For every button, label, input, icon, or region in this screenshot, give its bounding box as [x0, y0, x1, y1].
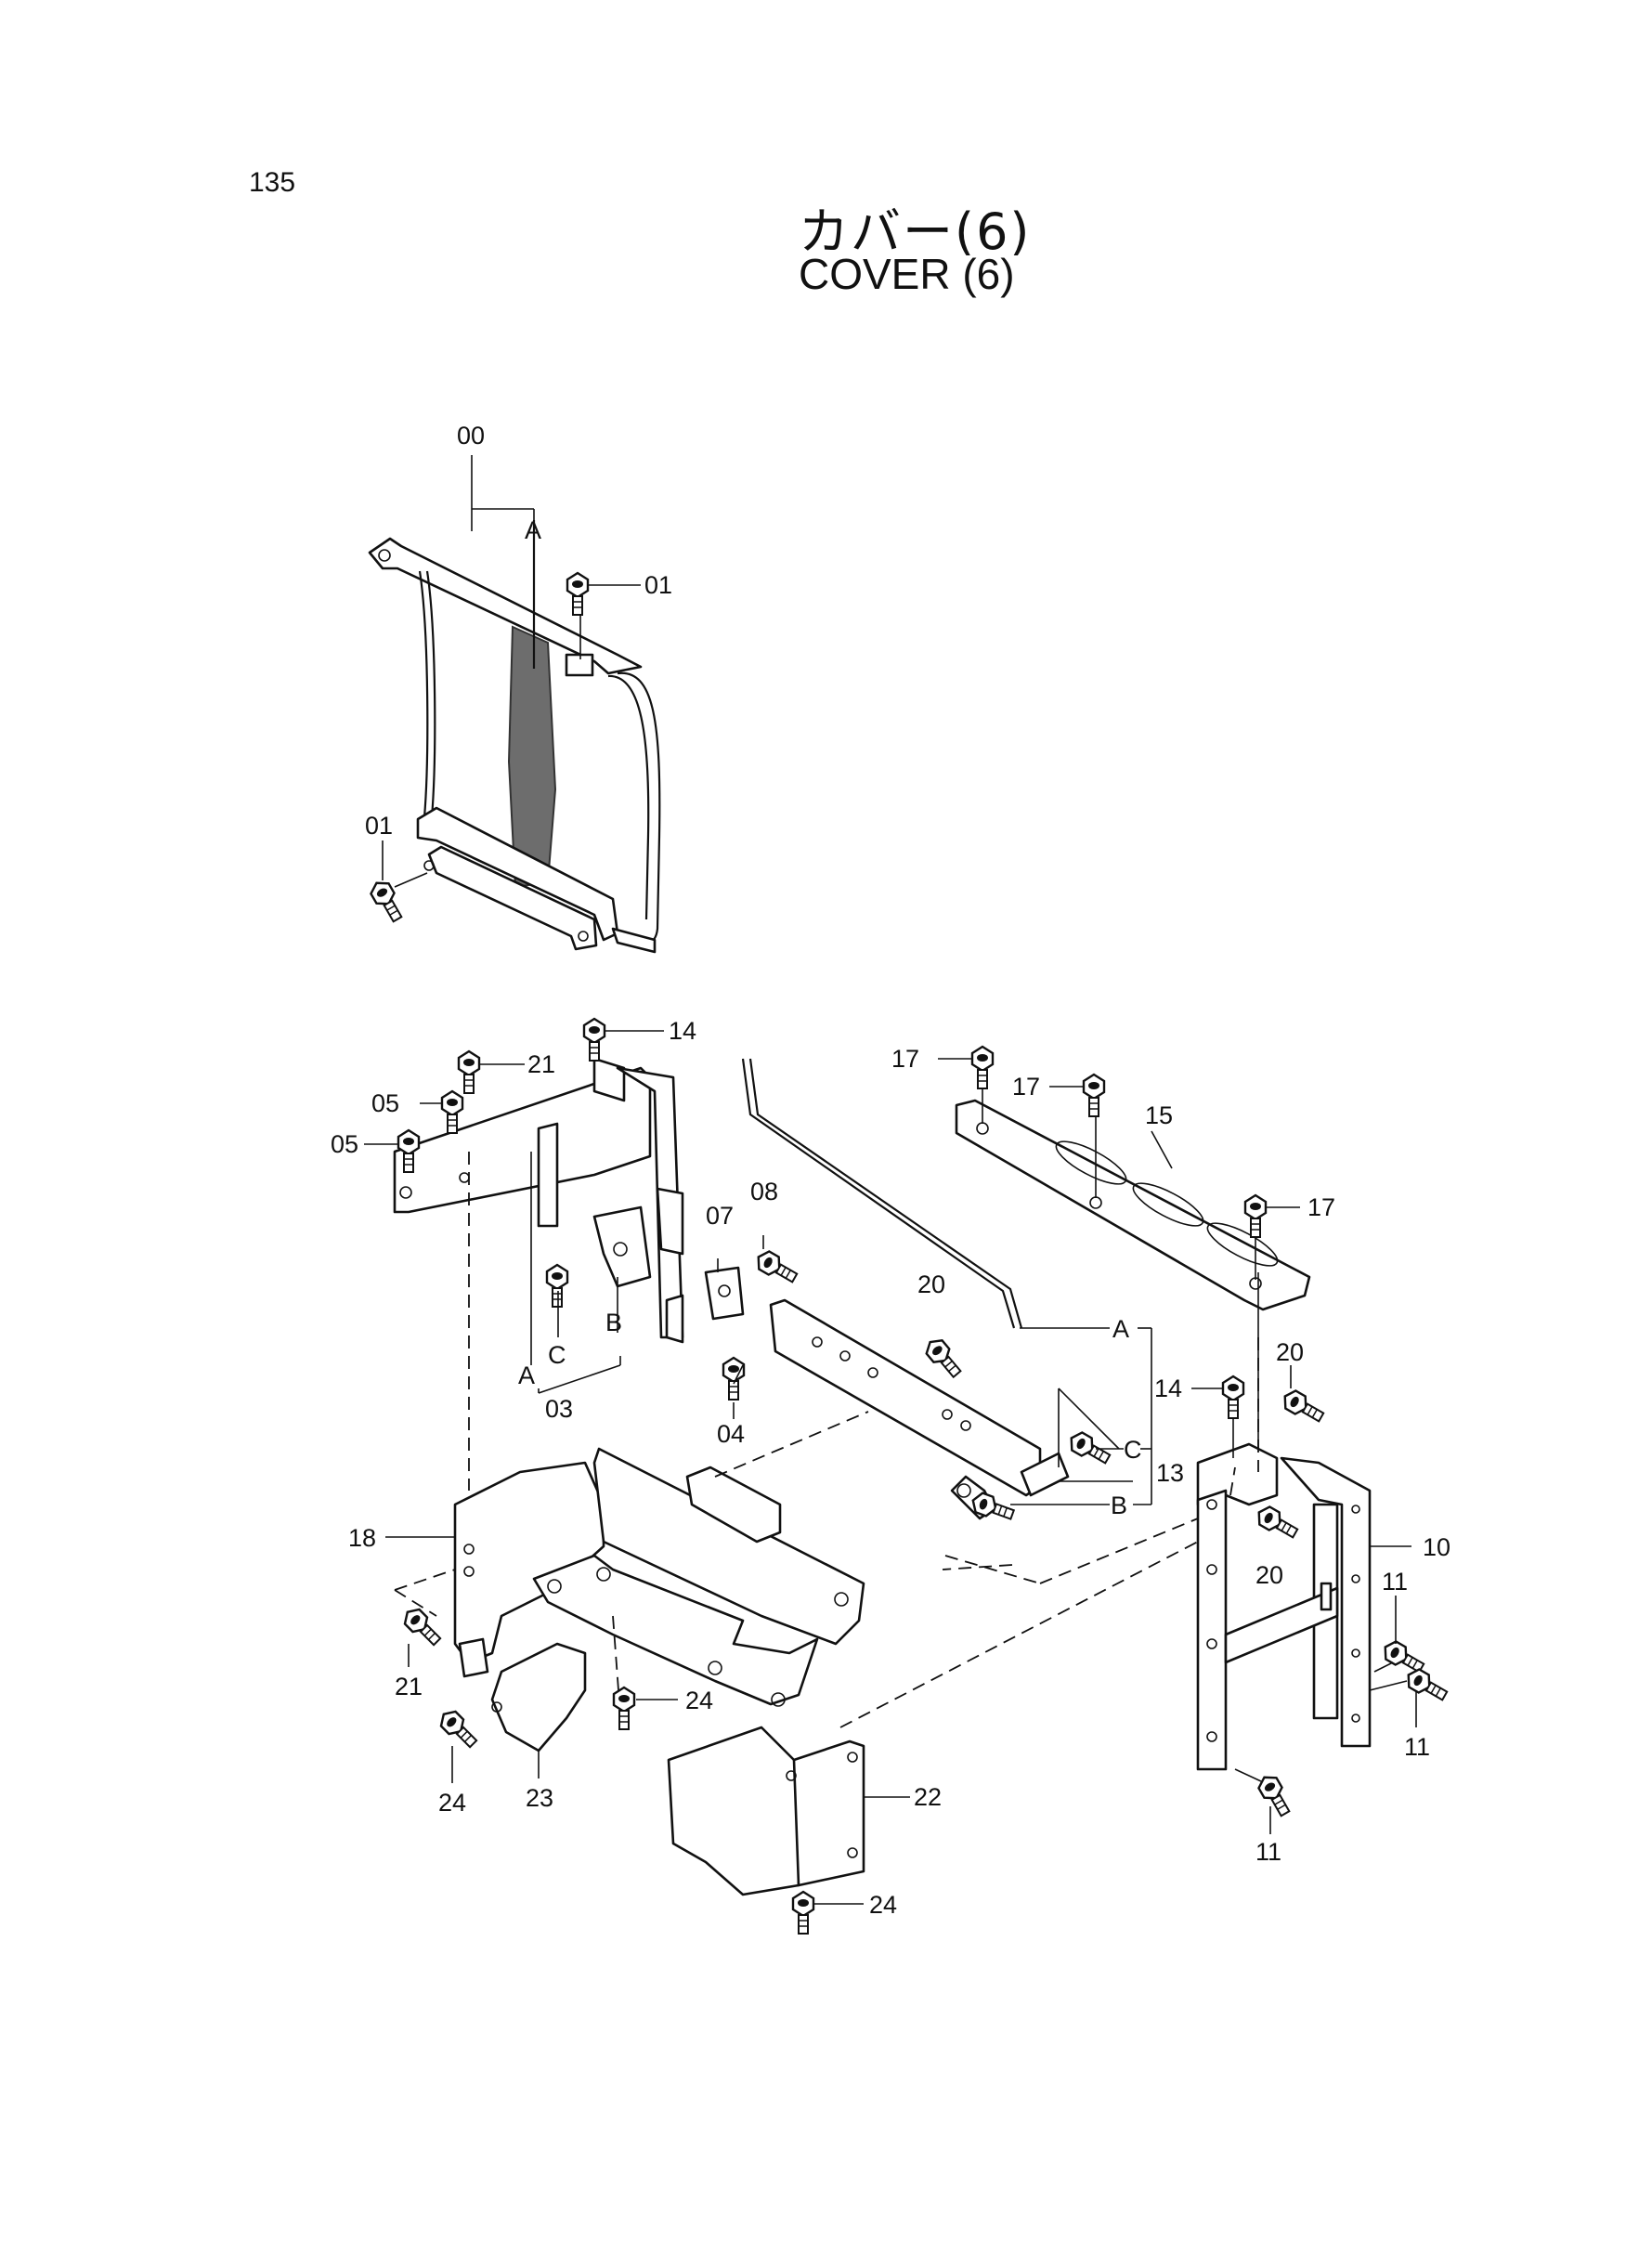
cover-panel-assembly [368, 520, 661, 954]
callout-05-b: 05 [331, 1130, 358, 1158]
callout-03: 03 [545, 1395, 573, 1423]
callout-00: 00 [457, 422, 485, 449]
callout-10: 10 [1423, 1533, 1450, 1561]
right-frame [1196, 1442, 1372, 1771]
callout-04: 04 [717, 1420, 745, 1448]
callout-20-right: 20 [1255, 1561, 1283, 1589]
callout-11-b: 11 [1404, 1733, 1430, 1761]
callout-A-03: A [518, 1362, 535, 1389]
callout-05-a: 05 [371, 1089, 399, 1117]
callout-A-rod: A [1112, 1315, 1129, 1343]
callout-18: 18 [348, 1524, 376, 1552]
side-cover [667, 1726, 865, 1896]
tray-cover [453, 1447, 865, 1707]
callout-14-right: 14 [1154, 1375, 1182, 1402]
slotted-plate [955, 1099, 1311, 1311]
callout-24-b: 24 [438, 1789, 466, 1817]
callout-24-a: 24 [685, 1687, 713, 1714]
callout-23: 23 [526, 1784, 553, 1812]
callout-B-right: B [1111, 1492, 1127, 1519]
callout-17-b: 17 [1012, 1073, 1040, 1101]
callout-21-bottom: 21 [395, 1673, 423, 1700]
callout-08: 08 [750, 1178, 778, 1205]
callout-01-left: 01 [365, 812, 393, 840]
callout-15: 15 [1145, 1101, 1173, 1129]
page-title-english: COVER (6) [799, 250, 1015, 298]
left-bracket-assembly [393, 1057, 684, 1344]
callout-13: 13 [1156, 1459, 1184, 1487]
callout-B-03: B [605, 1309, 622, 1336]
callout-11-c: 11 [1255, 1838, 1281, 1866]
callout-20-mid: 20 [917, 1270, 945, 1298]
callout-A-top: A [525, 516, 541, 544]
callout-20-right-top: 20 [1276, 1338, 1304, 1366]
callout-01-upper: 01 [644, 571, 672, 599]
callout-24-c: 24 [869, 1891, 897, 1919]
callout-17-a: 17 [891, 1045, 919, 1073]
callout-22: 22 [914, 1783, 942, 1811]
callout-14-top: 14 [669, 1017, 696, 1045]
page-number: 135 [249, 167, 296, 198]
callout-21-top: 21 [527, 1050, 555, 1078]
callout-07: 07 [706, 1202, 734, 1230]
page-title-japanese: カバー(6) [799, 202, 1032, 261]
callout-C-03: C [548, 1341, 566, 1369]
callout-17-c: 17 [1307, 1193, 1335, 1221]
callout-11-a: 11 [1382, 1568, 1408, 1596]
callout-C-right: C [1124, 1436, 1142, 1464]
